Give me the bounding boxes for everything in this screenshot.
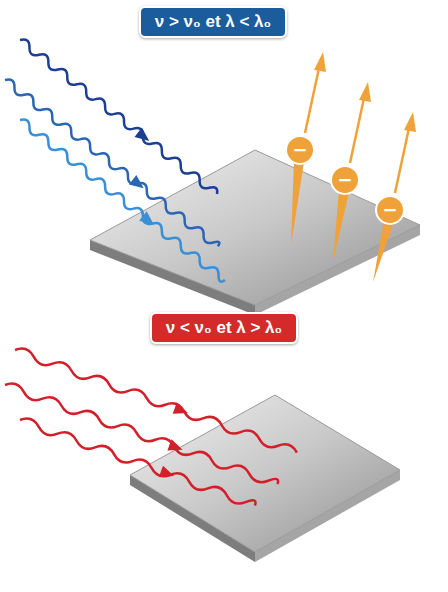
electron: −: [330, 165, 360, 195]
metal-plate: [130, 395, 400, 562]
electron-tail: [291, 160, 394, 282]
electron: −: [285, 135, 315, 165]
charge-sign: −: [292, 141, 307, 159]
condition-box: ν < ν₀ et λ > λ₀: [150, 312, 298, 344]
electron: −: [375, 195, 405, 225]
blue-wave: [16, 35, 220, 198]
blue-wave: [1, 75, 221, 251]
metal-plate: [90, 150, 420, 315]
electron-arrow: [305, 52, 416, 193]
blue-wave: [16, 115, 228, 285]
red-wave: [18, 414, 257, 511]
condition-text: ν > ν₀ et λ < λ₀: [155, 12, 271, 32]
condition-text: ν < ν₀ et λ > λ₀: [166, 318, 282, 338]
charge-sign: −: [337, 171, 352, 189]
red-wave: [13, 344, 299, 458]
charge-sign: −: [382, 201, 397, 219]
condition-box: ν > ν₀ et λ < λ₀: [139, 6, 287, 38]
